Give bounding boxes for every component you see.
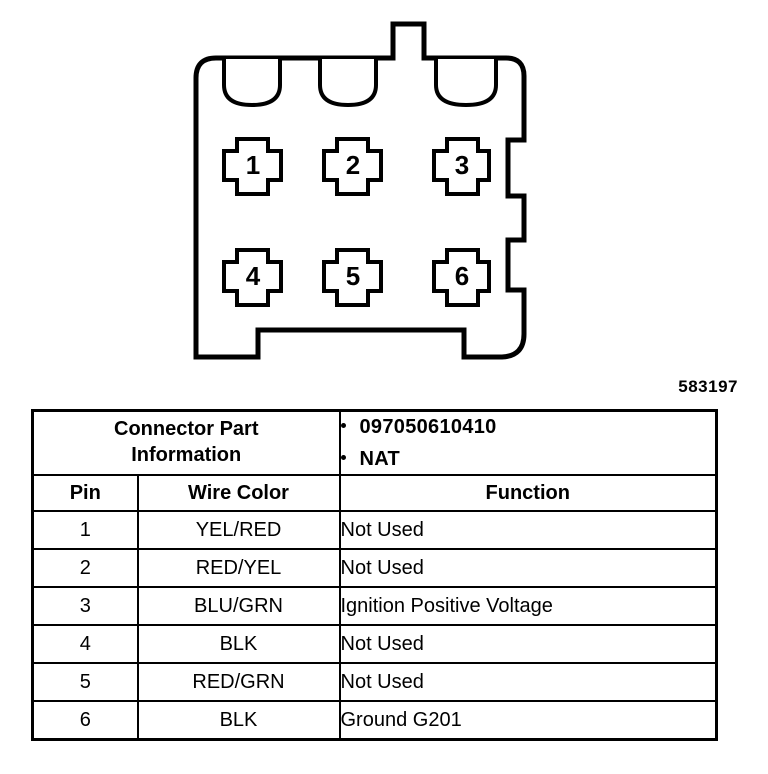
cell-pin: 5 [31,662,139,702]
pin-number-6: 6 [455,261,469,291]
cavity-slot-3 [434,59,498,108]
cell-function: Not Used [338,624,718,664]
part-number-item: 097050610410 [340,414,716,440]
column-header-pin: Pin [31,474,139,512]
pin-cavity-2: 2 [322,137,383,196]
cell-wire-color: RED/GRN [136,662,341,702]
table-row: 5 RED/GRN Not Used [31,662,718,702]
cell-wire-color: BLK [136,700,341,741]
table-row: 3 BLU/GRN Ignition Positive Voltage [31,586,718,626]
pin-number-1: 1 [246,150,260,180]
cavity-slot-1 [222,59,282,108]
connector-part-information-values: 097050610410 NAT [338,409,718,476]
part-info-label-line-2: Information [131,444,242,466]
table-header-row: Pin Wire Color Function [31,474,718,512]
pin-number-4: 4 [246,261,261,291]
connector-diagram: 1 2 3 4 5 6 [193,21,527,360]
bullet-dot-icon [340,455,346,460]
cell-function: Not Used [338,662,718,702]
cell-pin: 3 [31,586,139,626]
table-row: 4 BLK Not Used [31,624,718,664]
part-number-value: 097050610410 [359,416,497,438]
table-row-part-info: Connector Part Information 097050610410 … [31,409,718,476]
cell-wire-color: YEL/RED [136,510,341,550]
pin-cavity-5: 5 [322,248,383,307]
part-info-label-line-1: Connector Part [114,418,259,441]
pin-cavity-6: 6 [432,248,491,307]
cell-function: Not Used [338,548,718,588]
cell-pin: 4 [31,624,139,664]
table-row: 1 YEL/RED Not Used [31,510,718,550]
bullet-dot-icon [340,423,346,428]
cell-wire-color: BLU/GRN [136,586,341,626]
connector-part-information-label: Connector Part Information [31,409,341,476]
cavity-slot-2 [318,59,378,108]
pin-number-3: 3 [455,150,469,180]
column-header-function: Function [338,474,718,512]
column-header-wire-color: Wire Color [136,474,341,512]
pin-number-2: 2 [346,150,360,180]
part-type-item: NAT [340,446,716,472]
cell-function: Ignition Positive Voltage [338,586,718,626]
figure-reference-number: 583197 [678,377,738,396]
connector-body-svg: 1 2 3 4 5 6 [193,21,527,360]
pin-cavity-3: 3 [432,137,491,196]
pin-number-5: 5 [346,261,360,291]
table-row: 6 BLK Ground G201 [31,700,718,741]
pin-cavity-1: 1 [222,137,283,196]
table-row: 2 RED/YEL Not Used [31,548,718,588]
cell-pin: 1 [31,510,139,550]
pin-cavity-4: 4 [222,248,283,307]
cell-function: Not Used [338,510,718,550]
cell-function: Ground G201 [338,700,718,741]
connector-pinout-table: Connector Part Information 097050610410 … [31,409,718,741]
cell-wire-color: BLK [136,624,341,664]
cell-wire-color: RED/YEL [136,548,341,588]
part-type-value: NAT [359,448,401,470]
cell-pin: 2 [31,548,139,588]
cell-pin: 6 [31,700,139,741]
